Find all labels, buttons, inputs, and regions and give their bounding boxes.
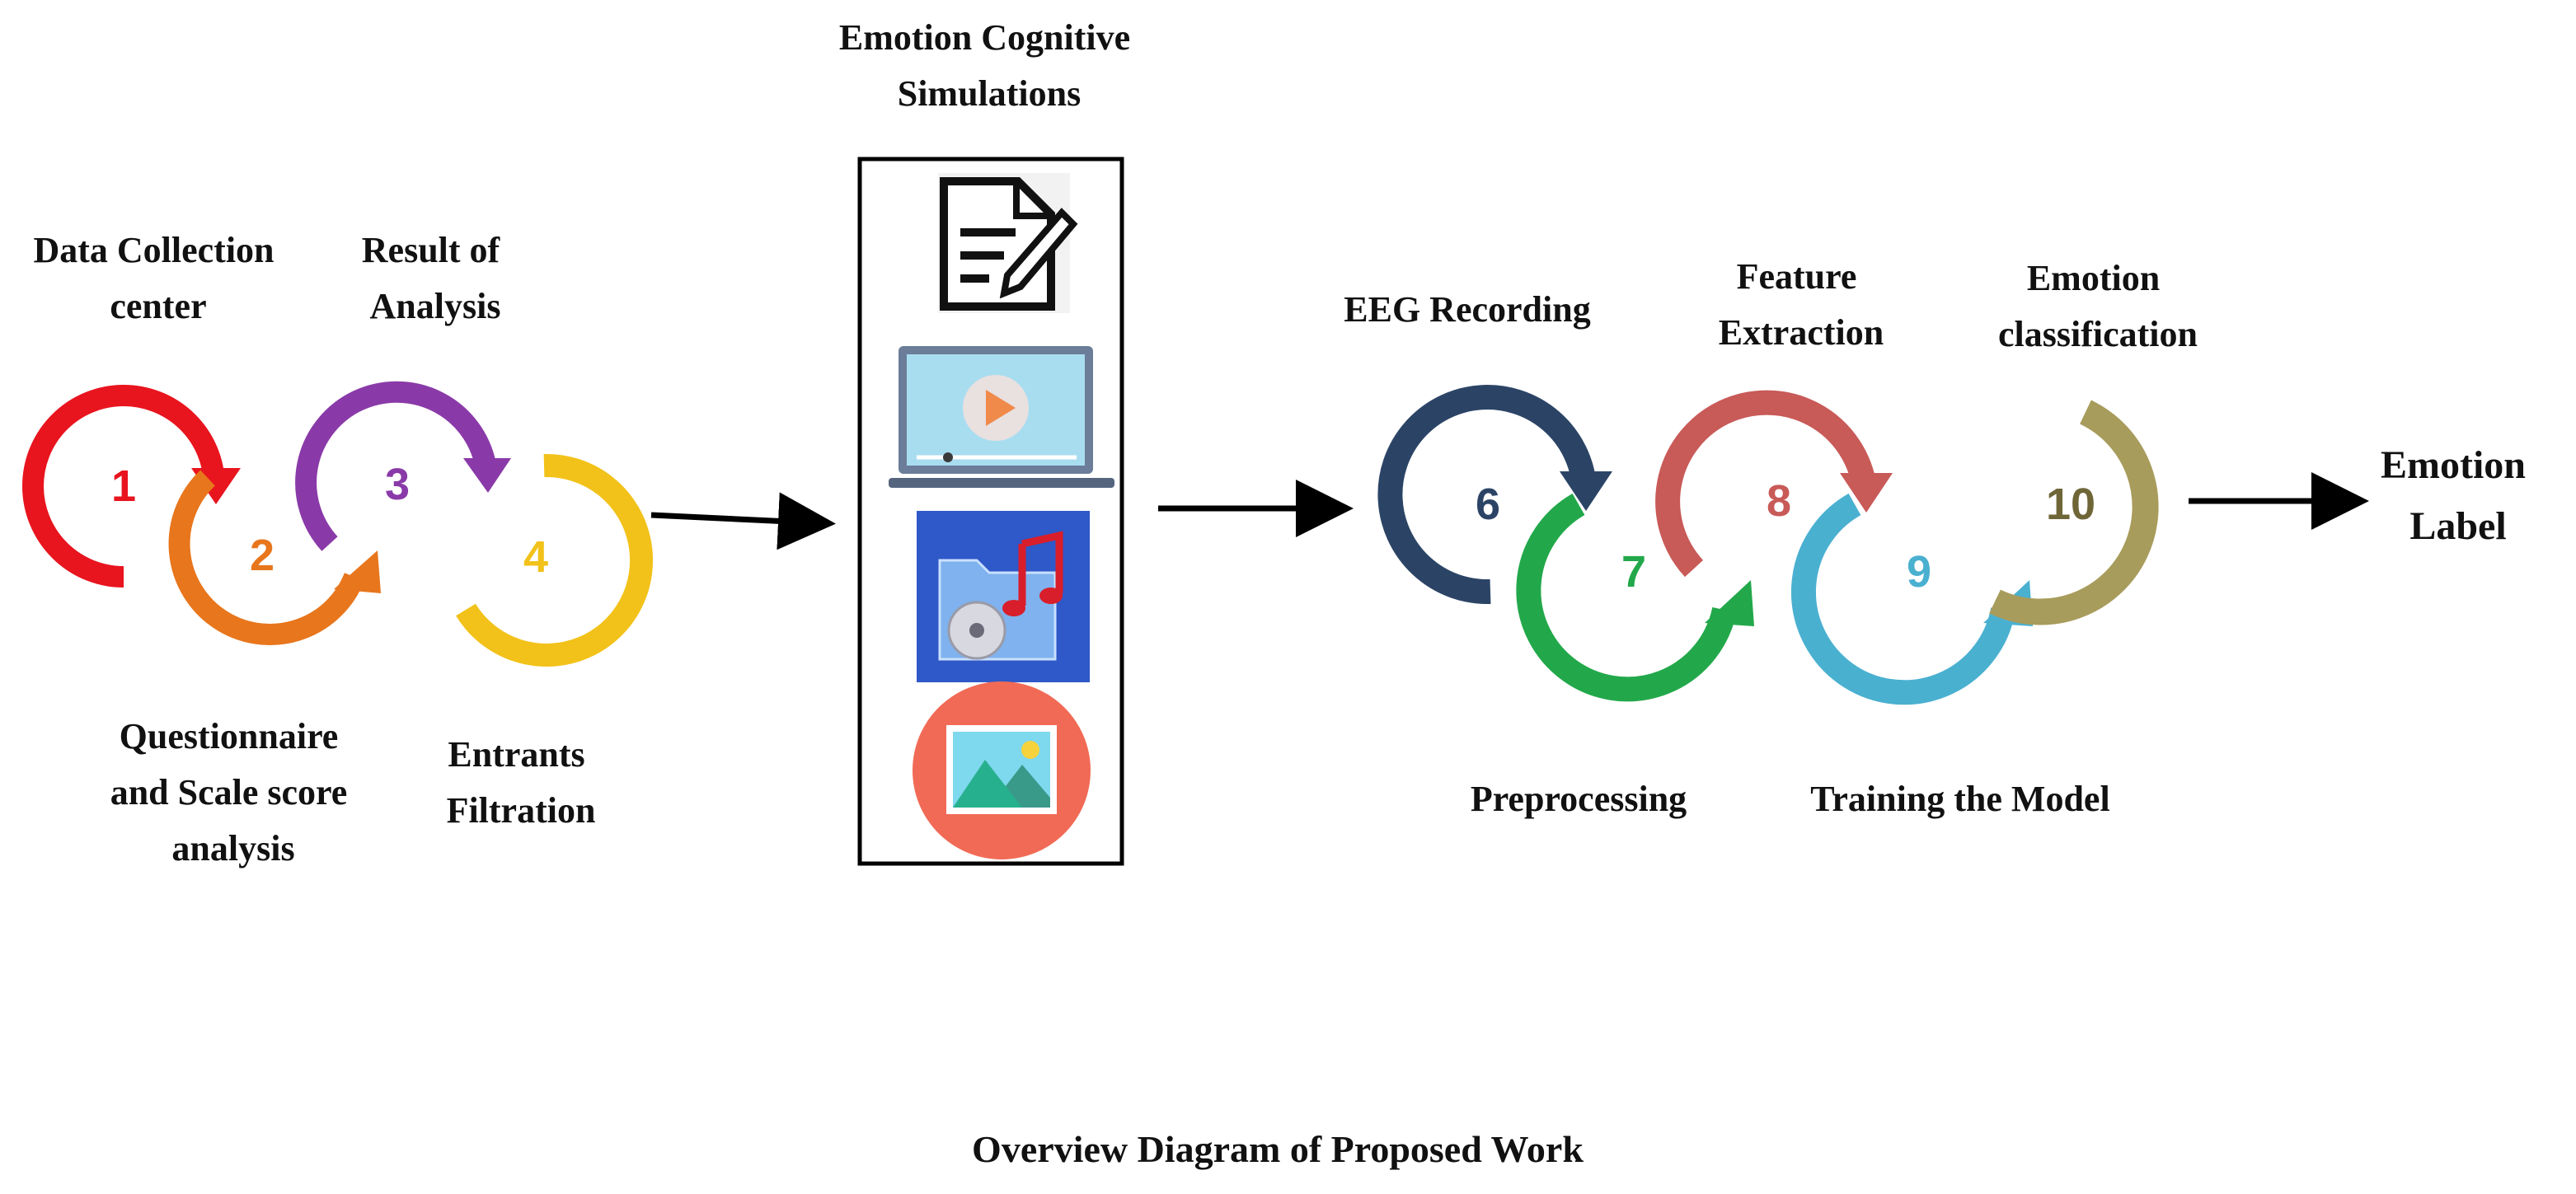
step-3-label-line-1: Result of: [362, 230, 501, 270]
image-icon-sun: [1021, 741, 1039, 759]
cycle-arrow-8: 8: [1655, 390, 1893, 578]
step-8-label: Feature Extraction: [1719, 256, 1884, 353]
step-10-label: Emotion classification: [1998, 258, 2198, 354]
cycle-arrow-10-ring: [1989, 400, 2159, 625]
cycle-arrow-1: 1: [22, 385, 241, 588]
cycle-arrow-3-ring: [295, 381, 497, 551]
output-label-line-1: Emotion: [2381, 443, 2526, 487]
step-2-label-line-1: Questionnaire: [120, 716, 339, 756]
step-6-label: EEG Recording: [1344, 289, 1590, 330]
cycle-arrow-2-ring: [168, 470, 365, 645]
music-folder-icon-note-head-2: [1039, 588, 1063, 604]
left-labels: Data Collection center Result of Analysi…: [33, 230, 595, 869]
left-cycle-group: 1 2 3 4: [22, 381, 654, 667]
figure-title: Overview Diagram of Proposed Work: [972, 1128, 1584, 1170]
step-number-10: 10: [2046, 480, 2095, 529]
step-8-label-line-1: Feature: [1737, 256, 1857, 297]
cycle-arrow-6-head: [1560, 471, 1612, 511]
cycle-arrow-10: 10: [1989, 400, 2159, 625]
step-number-4: 4: [523, 532, 548, 582]
output-label: Emotion Label: [2381, 443, 2536, 548]
step-4-label-line-1: Entrants: [448, 734, 584, 775]
cycle-arrow-6-ring: [1377, 385, 1597, 605]
cycle-arrow-3-head: [463, 458, 511, 493]
step-number-2: 2: [250, 531, 274, 580]
music-folder-icon: [917, 511, 1090, 682]
step-2-label-line-2: and Scale score: [110, 772, 348, 812]
music-folder-icon-note-head-1: [1002, 600, 1025, 616]
step-number-7: 7: [1621, 547, 1646, 597]
cycle-arrow-4: 4: [456, 453, 654, 667]
cycle-arrow-1-ring: [22, 385, 225, 588]
cycle-arrow-2: 2: [168, 470, 381, 645]
step-4-label-line-2: Filtration: [447, 790, 596, 831]
laptop-video-icon-base: [889, 478, 1114, 488]
right-cycle-group: 6 7 8 9 10: [1377, 385, 2159, 705]
step-2-label: Questionnaire and Scale score analysis: [110, 716, 357, 869]
right-labels: EEG Recording Feature Extraction Emotion…: [1344, 256, 2198, 819]
cycle-arrow-8-head: [1840, 473, 1893, 513]
step-4-label: Entrants Filtration: [447, 734, 596, 831]
step-number-3: 3: [385, 460, 410, 509]
simulations-box: [857, 157, 1124, 866]
step-3-label: Result of Analysis: [362, 230, 509, 326]
output-label-line-2: Label: [2409, 504, 2506, 548]
step-number-6: 6: [1476, 480, 1500, 529]
image-icon-mountain-front: [953, 760, 1022, 808]
cycle-arrow-9-ring: [1790, 493, 2015, 705]
simulations-title-line-2: Simulations: [898, 73, 1082, 114]
laptop-video-icon: [889, 346, 1114, 488]
cycle-arrow-7: 7: [1516, 493, 1754, 702]
step-1-label-line-1: Data Collection: [33, 230, 274, 270]
connector-arrow-left: [650, 492, 836, 550]
cycle-arrow-7-ring: [1516, 493, 1737, 702]
step-1-label-line-2: center: [110, 286, 206, 326]
cycle-arrow-8-ring: [1655, 390, 1877, 578]
step-10-label-line-2: classification: [1998, 314, 2198, 354]
cycle-arrow-7-head: [1705, 580, 1754, 626]
cycle-arrow-2-head: [334, 550, 381, 593]
document-edit-icon-fold: [1013, 183, 1049, 219]
cycle-arrow-4-ring: [456, 453, 654, 667]
step-number-8: 8: [1767, 476, 1791, 526]
music-folder-icon-note: [1018, 531, 1063, 606]
step-number-9: 9: [1907, 547, 1931, 597]
simulations-title-line-1: Emotion Cognitive: [839, 17, 1130, 58]
simulations-panel: Emotion Cognitive Simulations: [839, 17, 1139, 866]
cycle-arrow-6: 6: [1377, 385, 1612, 605]
step-8-label-line-2: Extraction: [1719, 312, 1884, 353]
cycle-arrow-3: 3: [295, 381, 511, 551]
document-edit-icon: [938, 173, 1078, 313]
image-icon: [913, 681, 1091, 859]
step-10-label-line-1: Emotion: [2027, 258, 2160, 298]
step-3-label-line-2: Analysis: [370, 286, 501, 326]
simulations-title: Emotion Cognitive Simulations: [839, 17, 1139, 114]
step-9-label: Training the Model: [1810, 779, 2109, 819]
laptop-video-icon-play-triangle: [986, 390, 1016, 426]
step-7-label: Preprocessing: [1471, 779, 1687, 819]
music-folder-icon-disc-hole: [969, 623, 984, 638]
step-number-1: 1: [111, 461, 136, 511]
step-2-label-line-3: analysis: [171, 828, 294, 869]
laptop-video-icon-progress-dot: [943, 452, 953, 462]
document-edit-icon-pencil: [999, 208, 1078, 299]
step-1-label: Data Collection center: [33, 230, 283, 326]
